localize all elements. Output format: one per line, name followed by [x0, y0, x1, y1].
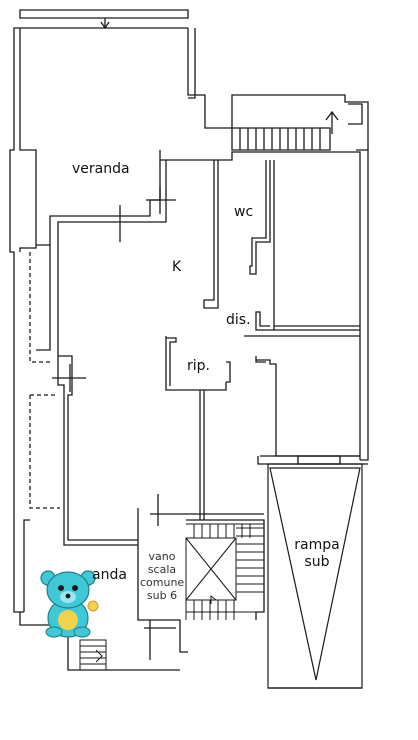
room-label-veranda-top: veranda — [72, 161, 130, 177]
room-label-veranda-bottom: anda — [92, 567, 127, 583]
room-label-kitchen: K — [172, 259, 182, 275]
ramp — [268, 464, 362, 688]
outer-walls — [10, 10, 368, 612]
room-label-ripostiglio: rip. — [187, 358, 210, 374]
stair-label: vano scala comune sub 6 — [140, 550, 184, 602]
common-stair — [80, 524, 264, 670]
interior-walls — [20, 150, 368, 670]
stair-label-line2: scala — [147, 563, 177, 576]
room-label-disimpegno: dis. — [226, 312, 251, 328]
stair-label-line3: comune — [140, 576, 185, 589]
room-label-wc: wc — [234, 204, 254, 220]
teddy-bear-mascot-icon — [40, 570, 99, 638]
ramp-label-line1: rampa — [294, 537, 340, 553]
ramp-label-line2: sub — [304, 554, 330, 570]
ramp-label: rampa sub — [290, 537, 344, 571]
stair-label-line1: vano — [148, 550, 176, 563]
stair-label-line4: sub 6 — [146, 589, 178, 602]
